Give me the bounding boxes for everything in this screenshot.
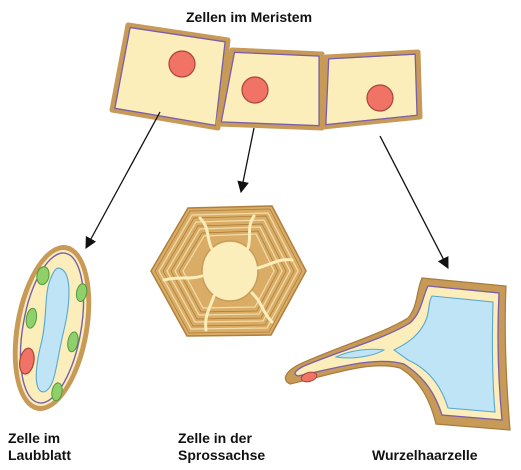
meristem-cell-1 <box>112 25 228 128</box>
arrow-to-stem-cell <box>241 128 254 192</box>
stem-cell <box>151 206 306 336</box>
leaf-cell <box>1 239 103 417</box>
label-stem-cell: Zelle in der Sprossachse <box>178 430 308 464</box>
label-root-hair-cell: Wurzelhaarzelle <box>372 447 478 464</box>
nucleus <box>169 51 195 77</box>
meristem-cell-2 <box>218 50 322 128</box>
vacuole <box>394 296 495 412</box>
meristem-cells <box>112 25 420 128</box>
nucleus <box>242 77 268 103</box>
nucleus <box>367 85 393 111</box>
label-leaf-cell-line1: Zelle im <box>8 430 118 447</box>
label-leaf-cell-line2: Laubblatt <box>8 447 118 464</box>
cell-lumen <box>202 241 258 301</box>
arrow-to-root-hair-cell <box>380 136 448 268</box>
label-stem-cell-line2: Sprossachse <box>178 447 308 464</box>
meristem-cell-3 <box>323 52 420 127</box>
arrow-to-leaf-cell <box>86 112 160 248</box>
label-stem-cell-line1: Zelle in der <box>178 430 308 447</box>
diagram-title: Zellen im Meristem <box>186 9 312 26</box>
label-leaf-cell: Zelle im Laubblatt <box>8 430 118 464</box>
root-hair-cell <box>285 278 510 430</box>
